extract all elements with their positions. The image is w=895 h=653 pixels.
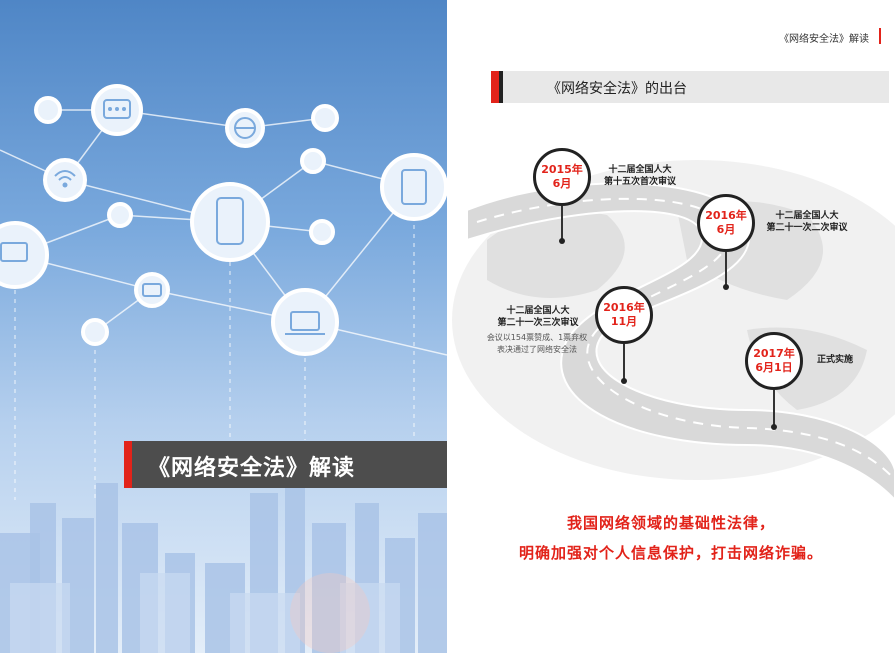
milestone-label: 十二届全国人大 第二十一次三次审议	[497, 306, 579, 328]
monitor-icon	[0, 221, 49, 289]
milestone-year: 2016年	[705, 209, 747, 222]
milestone-dot	[621, 378, 627, 384]
tablet-icon	[380, 153, 447, 221]
milestone-stem	[623, 344, 625, 380]
running-head: 《网络安全法》解读	[779, 34, 869, 45]
slogan-line-1: 我国网络领域的基础性法律，	[566, 514, 775, 532]
milestone-month: 6月1日	[755, 361, 793, 374]
milestone-month: 11月	[610, 315, 638, 328]
milestone-stem	[773, 390, 775, 426]
milestone-dot	[559, 238, 565, 244]
card-icon	[134, 272, 170, 308]
milestone-year: 2015年	[541, 163, 583, 176]
milestone-label: 十二届全国人大 第十五次首次审议	[603, 165, 676, 187]
milestone-stem	[725, 252, 727, 286]
gear-icon	[300, 148, 326, 174]
city-skyline	[0, 473, 447, 653]
section-accent-red	[491, 71, 499, 103]
cover-title: 《网络安全法》解读	[148, 456, 356, 481]
milestone-label: 正式实施	[816, 355, 853, 365]
title-accent-stripe	[124, 441, 132, 488]
slogan-line-2: 明确加强对个人信息保护，打击网络诈骗。	[518, 544, 823, 562]
cover-title-bar: 《网络安全法》解读	[124, 441, 447, 488]
milestone-dot	[771, 424, 777, 430]
milestone-date-circle: 2016年 6月	[697, 194, 755, 252]
milestone-date-circle: 2015年 6月	[533, 148, 591, 206]
milestone-year: 2017年	[753, 347, 795, 360]
milestone-date-circle: 2016年 11月	[595, 286, 653, 344]
battery-icon	[309, 219, 335, 245]
network-illustration	[0, 84, 447, 500]
milestone-label: 十二届全国人大 第二十一次二次审议	[766, 211, 848, 233]
wifi-icon	[43, 158, 87, 202]
laptop-icon	[271, 288, 339, 356]
milestone-stem	[561, 206, 563, 240]
heart-icon	[311, 104, 339, 132]
smartphone-icon	[190, 182, 270, 262]
user-icon	[107, 202, 133, 228]
content-page: 《网络安全法》解读 《网络安全法》的出台 2015年 6月 十二届全国人大	[447, 0, 895, 653]
running-head-marker	[879, 28, 881, 44]
user-icon	[81, 318, 109, 346]
milestone-month: 6月	[552, 177, 572, 190]
section-accent-black	[499, 71, 503, 103]
section-header: 《网络安全法》的出台	[491, 71, 889, 103]
cover-page: 《网络安全法》解读	[0, 0, 447, 653]
section-title: 《网络安全法》的出台	[547, 81, 687, 97]
share-icon	[34, 96, 62, 124]
milestone-year: 2016年	[603, 301, 645, 314]
milestone-date-circle: 2017年 6月1日	[745, 332, 803, 390]
milestone-month: 6月	[716, 223, 736, 236]
milestone-note: 会议以154票赞成、1票弃权 表决通过了网络安全法	[486, 333, 588, 354]
milestone-dot	[723, 284, 729, 290]
